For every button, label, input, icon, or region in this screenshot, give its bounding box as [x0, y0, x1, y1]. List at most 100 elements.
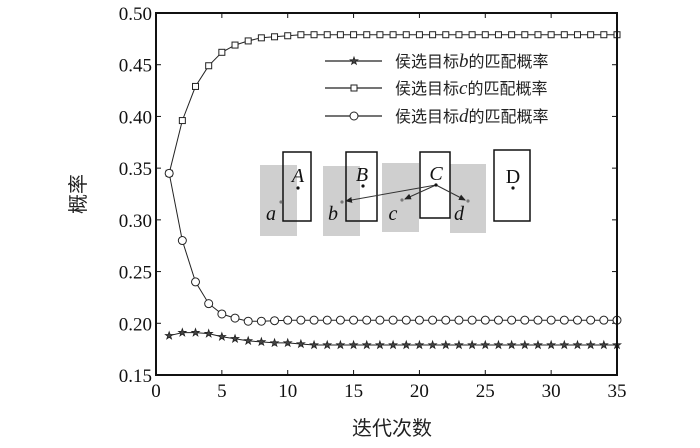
plot-area — [164, 31, 622, 350]
plot-frame — [155, 12, 618, 376]
candidate-region-c — [382, 163, 419, 232]
data-point-b — [322, 339, 333, 350]
data-point-b — [585, 339, 596, 350]
data-point-d — [507, 315, 517, 325]
data-point-b — [295, 338, 306, 349]
data-point-b — [440, 339, 451, 350]
dot-A — [296, 186, 300, 190]
data-point-d — [191, 277, 201, 287]
data-point-c — [481, 31, 489, 39]
data-point-c — [257, 34, 265, 42]
data-point-b — [164, 330, 175, 340]
data-point-d — [599, 315, 609, 325]
data-point-c — [415, 31, 423, 39]
label-C: C — [429, 163, 443, 185]
label-D: D — [506, 166, 520, 188]
target-box-A — [282, 151, 312, 222]
arrow-C-to-d — [435, 184, 466, 201]
data-point-c — [284, 32, 292, 40]
data-point-b — [256, 336, 267, 347]
data-point-c — [521, 31, 529, 39]
data-point-d — [283, 315, 293, 325]
data-point-d — [270, 316, 280, 326]
data-point-b — [269, 337, 280, 348]
series-line-c — [168, 34, 617, 174]
dot-a — [279, 200, 283, 204]
legend-text-letter: c — [459, 78, 468, 99]
data-point-b — [546, 339, 557, 350]
legend-text-letter: d — [459, 106, 469, 127]
legend-text-suffix: 的匹配概率 — [469, 107, 549, 126]
data-point-c — [178, 117, 186, 125]
arrow-C-to-c — [404, 184, 437, 200]
y-tick-label: 0.35 — [119, 159, 152, 180]
data-point-b — [216, 331, 227, 341]
data-point-d — [362, 315, 372, 325]
data-point-d — [309, 315, 319, 325]
data-point-d — [546, 315, 556, 325]
y-tick-label: 0.40 — [119, 107, 152, 128]
legend-text-letter: b — [459, 51, 469, 72]
x-tick-label: 25 — [476, 381, 495, 402]
data-point-d — [375, 315, 385, 325]
data-point-c — [310, 31, 318, 39]
data-point-d — [428, 315, 438, 325]
y-tick-label: 0.20 — [119, 314, 152, 335]
data-point-d — [296, 315, 306, 325]
data-point-d — [177, 236, 187, 246]
data-point-b — [414, 339, 425, 350]
data-point-d — [520, 315, 530, 325]
data-point-b — [190, 327, 201, 337]
data-point-b — [203, 328, 214, 338]
data-point-b — [177, 327, 188, 337]
data-point-c — [389, 31, 397, 39]
x-tick-label: 0 — [151, 381, 161, 402]
legend-entry-d: 侯选目标d的匹配概率 — [395, 106, 549, 127]
x-axis-label: 迭代次数 — [352, 416, 432, 440]
y-tick-label: 0.30 — [119, 211, 152, 232]
data-point-c — [587, 31, 595, 39]
data-point-b — [519, 339, 530, 350]
data-point-b — [493, 339, 504, 350]
data-point-c — [429, 31, 437, 39]
y-tick-label: 0.45 — [119, 56, 152, 77]
data-point-c — [336, 31, 344, 39]
data-point-c — [468, 31, 476, 39]
x-tick-label: 20 — [410, 381, 429, 402]
x-tick-label: 15 — [344, 381, 363, 402]
dot-C — [434, 183, 438, 187]
data-point-c — [442, 31, 450, 39]
data-point-d — [454, 315, 464, 325]
x-tick-label: 10 — [278, 381, 297, 402]
data-point-d — [217, 309, 227, 319]
data-point-c — [494, 31, 502, 39]
data-point-b — [335, 339, 346, 350]
target-diagram-inset: A B C D a b c d — [260, 149, 531, 236]
data-point-b — [230, 333, 240, 344]
legend-text-suffix: 的匹配概率 — [467, 79, 547, 98]
arrow-C-to-b — [345, 184, 437, 203]
data-point-d — [586, 315, 596, 325]
data-point-c — [534, 31, 542, 39]
label-d: d — [454, 203, 465, 225]
data-point-b — [309, 339, 320, 350]
label-b: b — [328, 203, 338, 225]
y-tick-label: 0.50 — [119, 4, 152, 25]
data-point-d — [414, 315, 424, 325]
data-point-b — [559, 339, 570, 350]
data-point-c — [402, 31, 410, 39]
legend-star-icon — [349, 55, 359, 66]
legend-text-prefix: 侯选目标 — [395, 52, 459, 71]
legend-text-prefix: 侯选目标 — [395, 79, 459, 98]
data-point-c — [573, 31, 581, 39]
data-point-d — [164, 168, 174, 178]
data-point-d — [349, 315, 359, 325]
label-a: a — [266, 203, 276, 225]
label-A: A — [290, 165, 305, 187]
data-point-b — [401, 339, 412, 350]
data-point-b — [453, 339, 464, 350]
dot-c — [400, 198, 404, 202]
dot-d — [466, 199, 470, 203]
